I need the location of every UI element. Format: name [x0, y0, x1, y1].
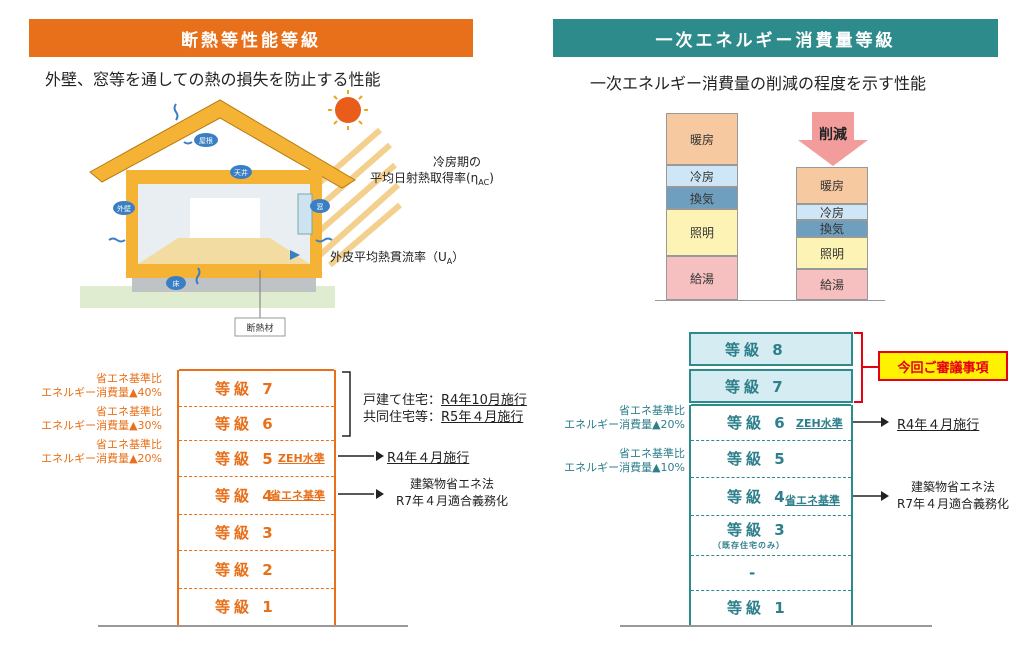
roof — [89, 99, 356, 189]
after-lighting: 照明 — [796, 237, 868, 269]
before-heating: 暖房 — [666, 113, 738, 165]
label-roof: 屋根 — [199, 136, 213, 145]
ladder-top — [691, 404, 851, 406]
divider — [691, 440, 851, 441]
left-subtitle: 外壁、窓等を通しての熱の損失を防止する性能 — [45, 70, 381, 89]
left-note-30: 省エネ基準比エネルギー消費量▲30% — [41, 405, 162, 432]
right-subtitle: 一次エネルギー消費量の削減の程度を示す性能 — [590, 74, 927, 93]
divider — [179, 476, 334, 477]
side-detached: 戸建て住宅：R4年10月施行 — [363, 393, 527, 408]
g3-note: （既存住宅のみ） — [713, 541, 785, 550]
insulation-grade-5: 等級 5 — [215, 449, 277, 468]
insulation-label-box — [234, 317, 286, 337]
energy-grade-7: 等級 7 — [689, 369, 853, 403]
right-zeh-tag: ZEH水準 — [796, 417, 843, 430]
label-floor: 床 — [173, 279, 180, 288]
foundation — [132, 278, 316, 292]
interior-floor — [138, 238, 310, 264]
bar-baseline — [655, 300, 885, 301]
ladder-top — [179, 369, 334, 371]
left-standard-tag: 省エネ基準 — [270, 489, 325, 502]
divider — [691, 555, 851, 556]
insulation-grade-2: 等級 2 — [215, 560, 277, 579]
right-arrows — [853, 417, 889, 501]
window-arrow-icon — [290, 250, 300, 260]
window — [297, 193, 313, 235]
before-hot-water: 給湯 — [666, 256, 738, 300]
divider — [179, 514, 334, 515]
side-g5-date: R4年４月施行 — [387, 451, 470, 466]
after-hot-water: 給湯 — [796, 269, 868, 300]
sun-icon — [328, 90, 368, 130]
left-baseline — [98, 625, 408, 627]
left-note-20: 省エネ基準比エネルギー消費量▲20% — [41, 438, 162, 465]
energy-grade-6: 等級 6 — [727, 414, 789, 432]
right-standard-tag: 省エネ基準 — [785, 494, 840, 507]
before-cooling: 冷房 — [666, 165, 738, 187]
divider — [691, 515, 851, 516]
side-g6-date: R4年４月施行 — [897, 418, 980, 433]
right-baseline — [620, 625, 932, 627]
left-zeh-tag: ZEH水準 — [278, 452, 325, 465]
ua-label: 外皮平均熱貫流率（UA） — [330, 249, 464, 266]
right-note-20: 省エネ基準比エネルギー消費量▲20% — [564, 404, 685, 431]
divider — [179, 588, 334, 589]
insulation-grade-ladder: 等級 7 等級 6 等級 5 等級 4 等級 3 等級 2 等級 1 — [177, 369, 336, 625]
energy-grade-ladder: 等級 6 等級 5 等級 4 等級 3 （既存住宅のみ） - 等級 1 — [689, 404, 853, 625]
right-red-bracket — [854, 332, 880, 403]
label-wall: 外壁 — [117, 204, 131, 213]
deliberation-callout: 今回ご審議事項 — [878, 351, 1008, 381]
divider — [691, 477, 851, 478]
after-ventilation: 換気 — [796, 220, 868, 237]
side-collective: 共同住宅等：R5年４月施行 — [363, 410, 524, 425]
right-header: 一次エネルギー消費量等級 — [553, 19, 998, 57]
right-note-10: 省エネ基準比エネルギー消費量▲10% — [564, 447, 685, 474]
interior-back-wall — [190, 198, 260, 243]
left-note-40: 省エネ基準比エネルギー消費量▲40% — [41, 372, 162, 399]
energy-grade-2-blank: - — [749, 563, 760, 582]
label-ceiling: 天井 — [234, 168, 248, 177]
energy-grade-1: 等級 1 — [727, 599, 789, 617]
insulation-label: 断熱材 — [246, 322, 273, 334]
left-header: 断熱等性能等級 — [29, 19, 473, 57]
after-cooling: 冷房 — [796, 204, 868, 220]
house-illustration: 屋根 天井 外壁 窓 床 断熱材 冷房期の 平均日射熱取得率(ηAC) 外皮平均… — [80, 90, 494, 337]
cooling-label-line1: 冷房期の — [433, 154, 481, 169]
left-arrowheads — [376, 451, 384, 499]
divider — [179, 406, 334, 407]
divider — [179, 550, 334, 551]
energy-grade-3: 等級 3 （既存住宅のみ） — [713, 521, 789, 550]
heat-flow-arrows — [108, 103, 333, 285]
insulation-grade-7: 等級 7 — [215, 379, 277, 398]
label-window: 窓 — [317, 202, 324, 211]
after-heating: 暖房 — [796, 167, 868, 204]
divider — [691, 590, 851, 591]
insulation-grade-1: 等級 1 — [215, 598, 277, 616]
insulation-grade-3: 等級 3 — [215, 523, 277, 542]
insulation-grade-6: 等級 6 — [215, 414, 277, 433]
reduction-label: 削減 — [819, 127, 847, 143]
energy-grade-4: 等級 4 — [727, 487, 789, 506]
before-ventilation: 換気 — [666, 187, 738, 209]
energy-grade-5: 等級 5 — [727, 450, 789, 468]
cooling-label-line2: 平均日射熱取得率(ηAC) — [370, 170, 494, 187]
left-bracket-and-arrows — [338, 371, 374, 495]
insulation-grade-4: 等級 4 — [215, 486, 277, 505]
divider — [179, 440, 334, 441]
label-bubbles — [113, 133, 330, 290]
reduction-arrow-icon — [798, 112, 868, 166]
energy-grade-8: 等級 8 — [689, 332, 853, 366]
before-lighting: 照明 — [666, 209, 738, 256]
